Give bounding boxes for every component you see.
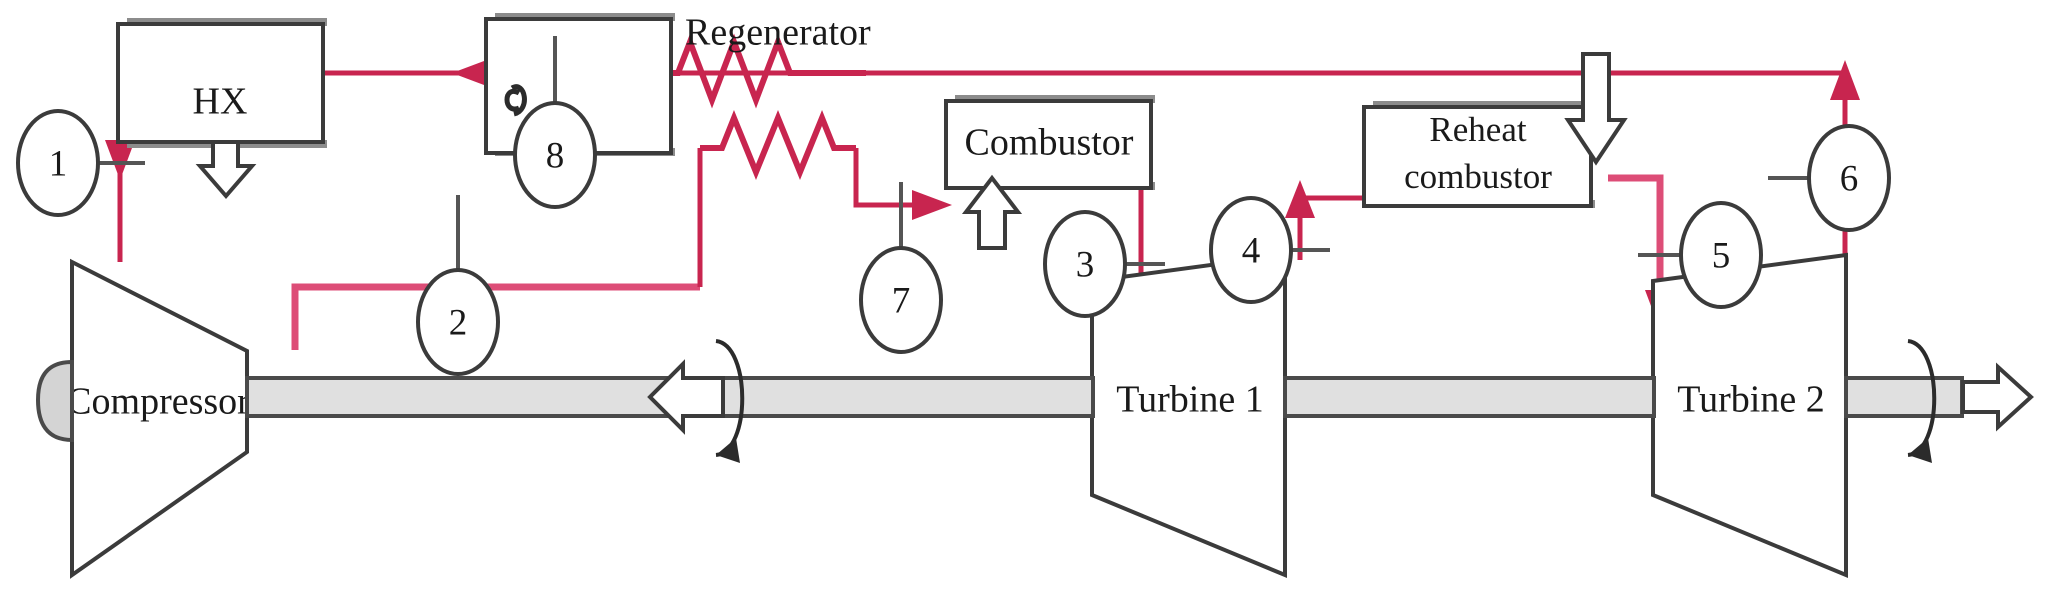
state-3-circle xyxy=(1043,210,1127,318)
right-hollow-arrow-icon xyxy=(1961,362,2034,432)
state-5-label: 5 xyxy=(1712,236,1731,277)
state-4-label: 4 xyxy=(1242,231,1261,272)
hx-label: HX xyxy=(193,81,248,123)
counterflow-swirl-icon xyxy=(504,84,527,117)
turbine2-label: Turbine 2 xyxy=(1677,379,1824,421)
left-hollow-arrow-icon xyxy=(647,359,725,435)
state-8-label: 8 xyxy=(546,136,565,177)
state-3-label: 3 xyxy=(1076,245,1095,286)
down-hollow-arrow-icon-reheat xyxy=(1564,52,1628,166)
flow-arrowhead-up-state6 xyxy=(1830,60,1860,100)
shaft-rotation-arrowhead-middle xyxy=(716,438,740,463)
compressor-body xyxy=(70,258,249,579)
flow-line-compressor-to-regenerator xyxy=(291,283,700,350)
shaft-output xyxy=(1844,376,1964,418)
reheat-combustor-label-line1: Reheat xyxy=(1429,110,1526,149)
flow-line-reheat-to-turbine2 xyxy=(1608,174,1664,310)
combustor-label: Combustor xyxy=(965,122,1134,164)
compressor-label: Compressor xyxy=(66,381,250,423)
state-8-circle xyxy=(513,101,597,209)
turbine2-body xyxy=(1651,252,1848,578)
up-hollow-arrow-icon-combustor xyxy=(961,174,1023,250)
state-5-circle xyxy=(1679,201,1763,309)
combustor-box xyxy=(944,99,1153,190)
flow-arrowhead-left xyxy=(452,58,492,88)
regenerator-cold-coil xyxy=(700,109,856,180)
state-2-circle xyxy=(416,268,500,376)
regenerator-label: Regenerator xyxy=(685,12,871,54)
shaft-rotation-arrowhead-right xyxy=(1908,438,1932,463)
flow-arrowhead-up-reheat xyxy=(1285,180,1315,218)
turbine1-label: Turbine 1 xyxy=(1116,379,1263,421)
state-6-circle xyxy=(1807,124,1891,232)
down-hollow-arrow-icon xyxy=(195,140,257,200)
state-1-circle xyxy=(16,109,100,217)
flow-arrowhead-right-combustor xyxy=(912,190,952,220)
state-6-label: 6 xyxy=(1840,159,1859,200)
reheat-combustor-label-line2: combustor xyxy=(1404,157,1552,196)
state-1-label: 1 xyxy=(49,144,68,185)
regenerator-hot-coil xyxy=(658,33,866,109)
state-7-circle xyxy=(859,246,943,354)
state-4-circle xyxy=(1209,196,1293,304)
compressor-inlet-bell xyxy=(35,359,74,443)
state-7-label: 7 xyxy=(892,281,911,322)
state-2-label: 2 xyxy=(449,303,468,344)
flow-arrowhead-down-state1 xyxy=(105,140,135,180)
shaft-turbine1-turbine2 xyxy=(1283,376,1656,418)
